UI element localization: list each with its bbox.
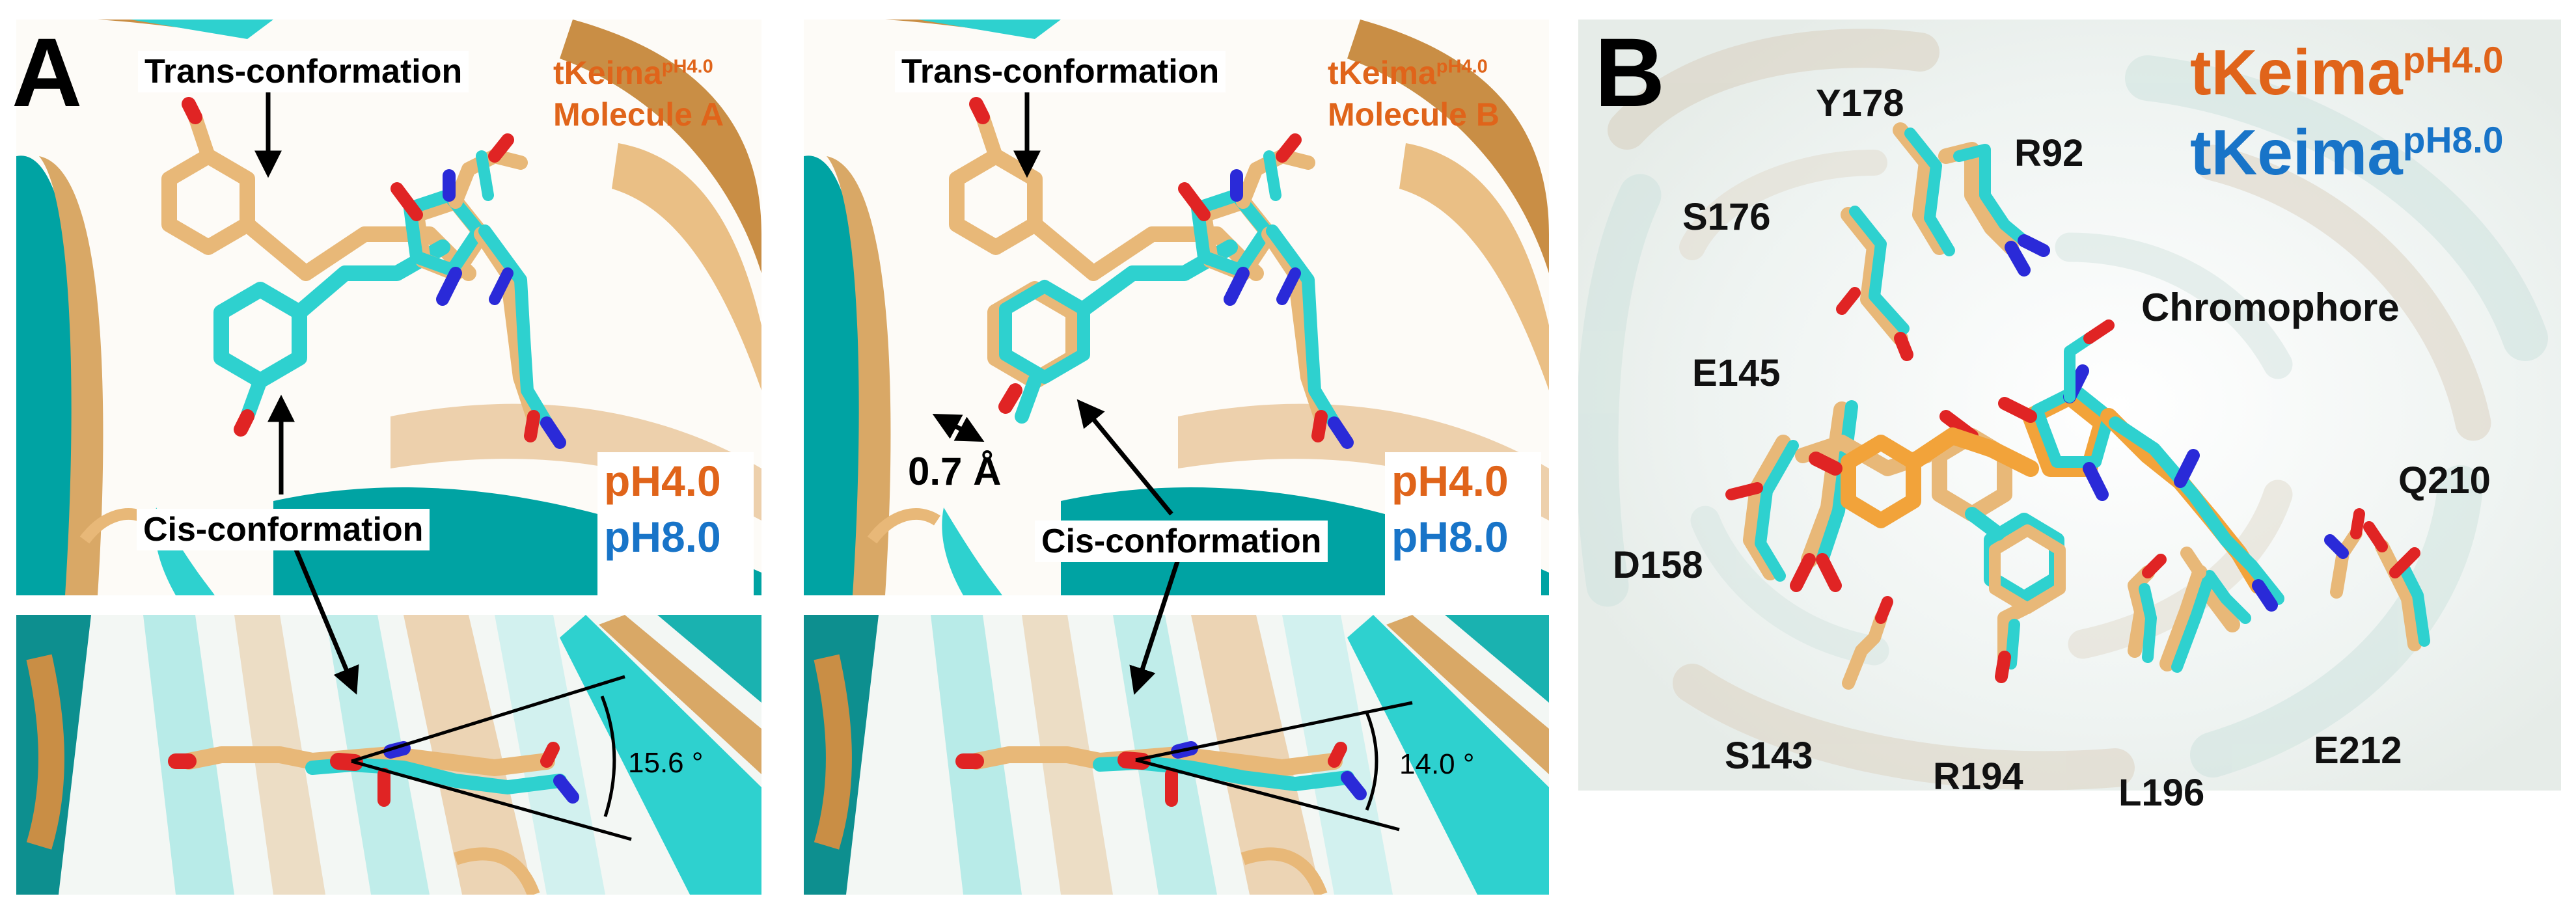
panel-a-letter: A [12, 18, 83, 127]
molecule-b-title: tKeimapH4.0 Molecule B [1328, 52, 1500, 135]
panel-a-arrows [254, 91, 1181, 695]
residue-e212: E212 [2314, 729, 2402, 772]
residue-y178: Y178 [1816, 82, 1904, 124]
molecule-a-ph-legend: pH4.0 pH8.0 [597, 452, 754, 599]
molecule-a-angle: 15.6 ° [628, 747, 704, 779]
residue-r92: R92 [2014, 132, 2084, 174]
chromophore-label: Chromophore [2141, 286, 2400, 329]
residue-s143: S143 [1725, 735, 1813, 777]
molecule-b-angle: 14.0 ° [1399, 748, 1475, 780]
molecule-a-title-base: tKeima [553, 55, 662, 91]
panel-b-legend-orange-base: tKeima [2190, 36, 2403, 108]
molecule-b-cis-label: Cis-conformation [1035, 521, 1328, 562]
molecule-a-cis-label: Cis-conformation [137, 509, 430, 550]
molecule-a-top-view [16, 20, 761, 595]
molecule-a-side-view [16, 615, 761, 895]
residue-e145: E145 [1692, 352, 1781, 394]
molecule-b-title-sup: pH4.0 [1436, 56, 1488, 77]
molecule-a-title-sup: pH4.0 [661, 56, 713, 77]
residue-r194: R194 [1933, 755, 2023, 798]
molecule-a-title-line2: Molecule A [553, 96, 724, 133]
molecule-b-ph-legend: pH4.0 pH8.0 [1385, 452, 1541, 599]
panel-b-legend-blue: tKeimapH8.0 [2190, 116, 2504, 189]
molecule-a-ph-orange: pH4.0 [604, 457, 721, 505]
molecule-b-trans-label: Trans-conformation [895, 51, 1226, 92]
panel-b-legend-blue-sup: pH8.0 [2402, 120, 2504, 161]
residue-d158: D158 [1613, 544, 1703, 586]
molecule-a-trans-label: Trans-conformation [138, 51, 469, 92]
panel-b-legend-blue-base: tKeima [2190, 116, 2403, 188]
molecule-b-title-line2: Molecule B [1328, 96, 1500, 133]
panel-b-letter: B [1595, 18, 1665, 127]
molecule-b-top-view [804, 20, 1549, 595]
panel-b-legend-orange: tKeimapH4.0 [2190, 36, 2504, 109]
molecule-b-distance: 0.7 Å [908, 450, 1002, 493]
residue-q210: Q210 [2398, 459, 2491, 502]
molecule-b-ph-orange: pH4.0 [1391, 457, 1509, 505]
residue-l196: L196 [2118, 772, 2205, 814]
molecule-b-side-view [804, 615, 1549, 895]
molecule-b-title-base: tKeima [1328, 55, 1436, 91]
panel-b-legend-orange-sup: pH4.0 [2402, 40, 2504, 81]
molecule-a-ph-blue: pH8.0 [604, 513, 721, 561]
molecule-a-title: tKeimapH4.0 Molecule A [553, 52, 724, 135]
residue-s176: S176 [1682, 196, 1771, 238]
panel-b-structure [1578, 20, 2561, 791]
molecule-b-ph-blue: pH8.0 [1391, 513, 1509, 561]
